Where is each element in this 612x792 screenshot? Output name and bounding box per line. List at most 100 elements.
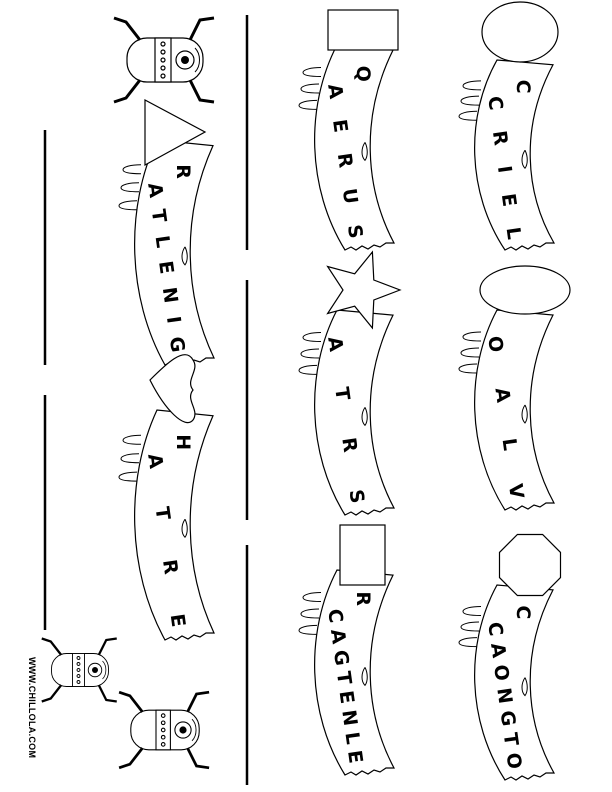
belt-dot — [160, 73, 166, 79]
drip-decoration — [462, 331, 482, 342]
fold-decoration — [361, 667, 368, 687]
monster-limb — [118, 690, 144, 713]
banner-star: ATRS — [298, 250, 402, 516]
drip-decoration — [118, 471, 138, 482]
drip-decoration — [460, 95, 480, 106]
drip-decoration — [458, 110, 478, 121]
drip-decoration — [122, 434, 142, 445]
belt-dot — [160, 720, 166, 726]
first-letter: C — [512, 605, 534, 619]
drip-decoration — [460, 347, 480, 358]
monster-bottom-right — [118, 690, 210, 770]
drip-decoration — [458, 637, 478, 648]
octagon-shape — [498, 533, 562, 597]
first-letter: H — [172, 434, 194, 450]
watermark: WWW.CHILLOLA.COM — [27, 657, 37, 759]
drip-decoration — [302, 592, 322, 603]
drip-decoration — [300, 608, 320, 619]
drip-decoration — [300, 83, 320, 94]
first-letter: Q — [352, 66, 374, 82]
drip-decoration — [120, 453, 140, 464]
banner-ribbon — [134, 409, 215, 641]
drip-decoration — [460, 621, 480, 632]
fold-decoration — [521, 677, 528, 697]
belt-dot — [76, 674, 81, 678]
monster-mouth — [191, 718, 197, 742]
monster-mouth — [102, 660, 107, 680]
banner-oval: OALV — [458, 265, 571, 511]
drip-decoration — [458, 363, 478, 374]
monster-limb — [41, 684, 63, 703]
belt-dot — [160, 57, 166, 63]
monster-limb — [97, 684, 117, 703]
first-letter: C — [512, 80, 534, 94]
monster-limb — [97, 637, 117, 656]
circle-shape — [481, 1, 559, 63]
banner-ribbon — [474, 584, 556, 781]
drip-decoration — [302, 67, 322, 78]
fold-decoration — [181, 518, 188, 539]
monsters — [41, 16, 215, 770]
drip-decoration — [118, 200, 138, 211]
rectangle-shape — [339, 524, 386, 586]
belt-dot — [160, 49, 166, 55]
banner-ribbon — [474, 59, 556, 251]
drip-decoration — [298, 364, 318, 375]
belt-dot — [76, 656, 81, 660]
monster-pupil — [181, 56, 189, 64]
drip-decoration — [298, 624, 318, 635]
drip-decoration — [120, 182, 140, 193]
fold-decoration — [361, 407, 368, 427]
banner-ribbon — [314, 44, 395, 251]
star-shape — [326, 250, 402, 330]
fold-decoration — [361, 142, 368, 162]
first-letter: R — [352, 591, 374, 606]
banner-ribbon — [474, 309, 556, 511]
monster-limb — [118, 747, 144, 770]
first-letter: R — [172, 164, 194, 179]
triangle-shape — [144, 99, 207, 167]
drip-decoration — [298, 99, 318, 110]
belt-dot — [76, 680, 81, 684]
drip-decoration — [302, 332, 322, 343]
monster-limb — [113, 16, 142, 41]
banner-ribbon — [314, 309, 395, 516]
monster-limb — [41, 637, 63, 656]
drip-decoration — [122, 164, 142, 175]
belt-dot — [76, 668, 81, 672]
belt-dot — [160, 65, 166, 71]
drip-decoration — [300, 348, 320, 359]
belt-dot — [160, 742, 166, 747]
drip-decoration — [462, 605, 482, 616]
square-shape — [327, 9, 399, 51]
monster-limb — [186, 747, 210, 770]
monster-mouth — [194, 47, 200, 73]
fold-decoration — [521, 149, 528, 170]
oval-shape — [479, 265, 571, 315]
monster-limb — [188, 79, 215, 104]
fold-decoration — [181, 246, 188, 266]
monster-bottom-left — [41, 637, 117, 703]
fold-decoration — [521, 404, 528, 424]
monster-pupil — [92, 667, 98, 673]
belt-dot — [160, 713, 166, 718]
drip-decoration — [462, 80, 482, 91]
answer-lines — [43, 15, 249, 785]
belt-dot — [160, 727, 166, 733]
monster-limb — [188, 16, 215, 41]
monster-pupil — [179, 726, 187, 734]
monster-limb — [113, 79, 142, 104]
banner-ribbon — [314, 569, 395, 776]
heart-shape — [149, 354, 196, 424]
monster-limb — [186, 690, 210, 713]
belt-dot — [76, 662, 81, 666]
monster-top — [113, 16, 215, 104]
